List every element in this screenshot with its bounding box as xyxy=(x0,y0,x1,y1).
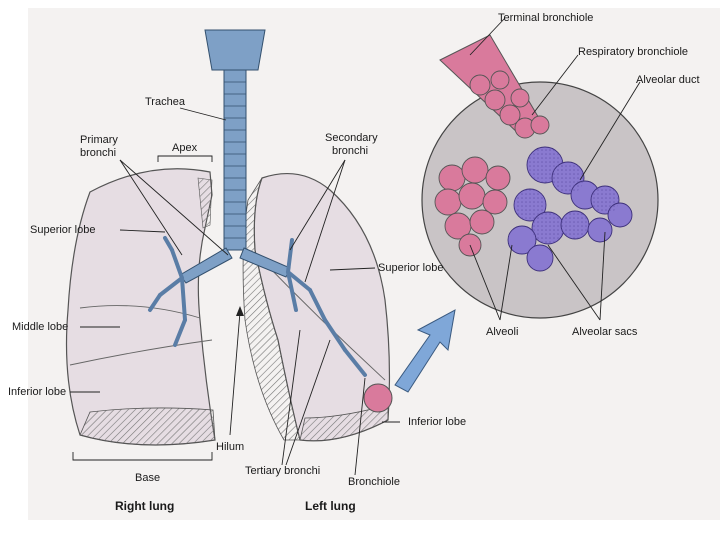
alveolar-sacs-label: Alveolar sacs xyxy=(572,326,637,338)
right-lung-label: Right lung xyxy=(115,500,174,512)
secondary-bronchi-label-line1: Secondary xyxy=(325,132,378,144)
primary-bronchi-label-line2: bronchi xyxy=(80,147,116,159)
trachea-tube xyxy=(224,70,246,250)
alveoli-label: Alveoli xyxy=(486,326,518,338)
superior-lobe-right-label: Superior lobe xyxy=(30,224,95,236)
inferior-lobe-left-label: Inferior lobe xyxy=(408,416,466,428)
left-lung-label: Left lung xyxy=(305,500,356,512)
base-label: Base xyxy=(135,472,160,484)
secondary-bronchi-label-line2: bronchi xyxy=(332,145,368,157)
apex-label: Apex xyxy=(172,142,197,154)
superior-lobe-left-label: Superior lobe xyxy=(378,262,443,274)
trachea-label: Trachea xyxy=(145,96,185,108)
inferior-lobe-right-label: Inferior lobe xyxy=(8,386,66,398)
larynx xyxy=(205,30,265,70)
bronchiole-lobule xyxy=(364,384,392,412)
middle-lobe-label: Middle lobe xyxy=(12,321,68,333)
alveolar-duct-label: Alveolar duct xyxy=(636,74,700,86)
bronchiole-label: Bronchiole xyxy=(348,476,400,488)
right-lung xyxy=(67,169,216,445)
terminal-bronchiole-label: Terminal bronchiole xyxy=(498,12,593,24)
respiratory-bronchiole-label: Respiratory bronchiole xyxy=(578,46,688,58)
primary-bronchi-label-line1: Primary xyxy=(80,134,118,146)
tertiary-bronchi-label: Tertiary bronchi xyxy=(245,465,320,477)
hilum-label: Hilum xyxy=(216,441,244,453)
right-lung-hatched-base xyxy=(80,408,215,445)
